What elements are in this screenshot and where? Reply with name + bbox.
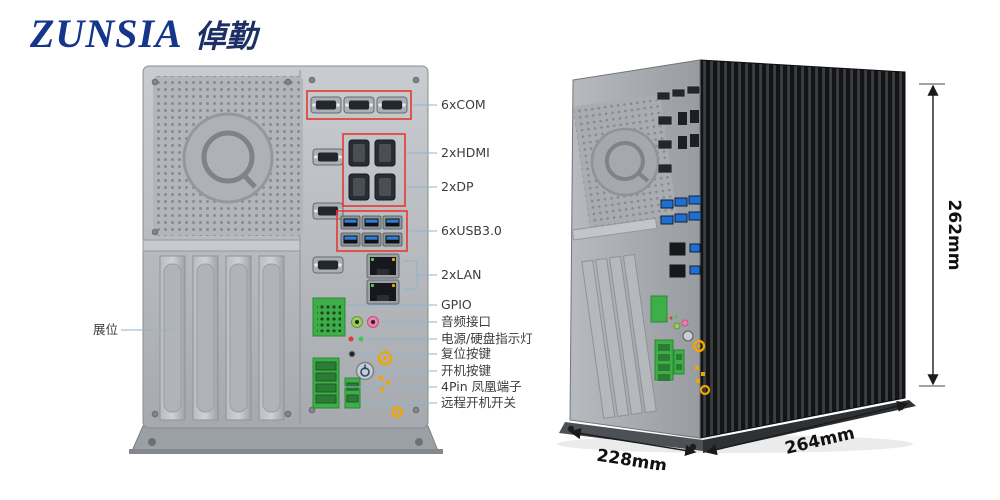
vent-grille: [153, 76, 303, 236]
phoenix-terminal-4pin: [312, 357, 340, 409]
ports-cluster-angled: [650, 85, 711, 396]
callout-audio: 音频接口: [441, 314, 491, 329]
callout-power: 开机按键: [441, 363, 492, 378]
callout-lan: 2xLAN: [441, 267, 482, 282]
callout-phoenix: 4Pin 凤凰端子: [441, 379, 522, 394]
callout-expansion: 展位: [93, 322, 118, 337]
brand-logo: ZUNSIA 倬勤: [30, 14, 257, 54]
callout-remote: 远程开机开关: [441, 395, 516, 410]
callout-reset: 复位按键: [441, 346, 492, 361]
angled-view-diagram: 262mm 228mm 264mm: [557, 59, 964, 470]
dimension-height: 262mm: [919, 83, 964, 387]
callout-hdmi: 2xHDMI: [441, 145, 490, 160]
brand-name: ZUNSIA: [30, 11, 183, 56]
front-base-flange: [129, 425, 443, 454]
front-view-diagram: 6xCOM 2xHDMI 2xDP 6xUSB3.0 2xLAN GPIO 音频…: [93, 65, 533, 454]
callout-lines: [121, 104, 437, 404]
callout-dp: 2xDP: [441, 179, 474, 194]
bracket-bar-angled: [571, 217, 658, 241]
gpio-header: [312, 297, 346, 337]
callout-gpio: GPIO: [441, 297, 472, 312]
brand-name-cn: 倬勤: [194, 19, 257, 55]
callout-led: 电源/硬盘指示灯: [441, 331, 533, 346]
remote-switch-terminal: [344, 377, 361, 409]
highlight-com: [306, 90, 412, 120]
brand-emblem-icon: [604, 141, 645, 182]
heatsink-fins: [699, 59, 906, 439]
dimension-height-label: 262mm: [944, 200, 964, 271]
indicator-leds: [348, 336, 364, 342]
expansion-slot-covers-angled: [581, 253, 657, 419]
decorative-print: [377, 350, 403, 418]
power-button: [355, 361, 375, 381]
expansion-slot-covers: [159, 255, 285, 421]
vent-grille-angled: [573, 94, 677, 230]
reset-button: [348, 350, 356, 358]
callout-com: 6xCOM: [441, 97, 486, 112]
callout-usb: 6xUSB3.0: [441, 223, 502, 238]
brand-emblem-icon: [201, 130, 255, 184]
audio-jacks: [351, 316, 379, 328]
highlight-usb: [336, 210, 408, 252]
bracket-bar: [142, 239, 301, 252]
highlight-hdmi-dp: [342, 133, 406, 207]
